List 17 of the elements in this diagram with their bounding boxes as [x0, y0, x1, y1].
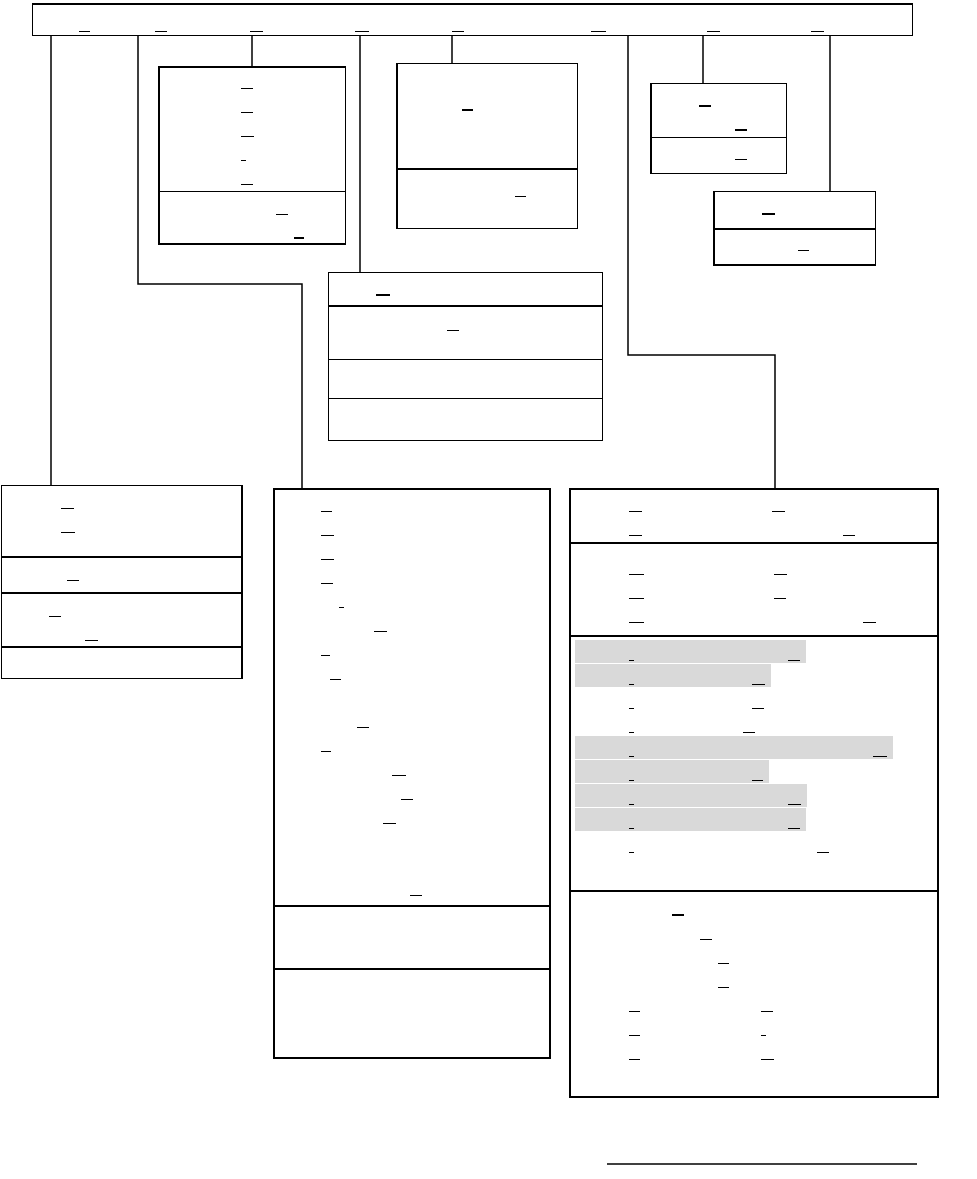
compartment-box — [569, 488, 939, 1098]
compartment-box — [396, 63, 578, 229]
header-box — [32, 3, 913, 36]
connector-line — [50, 35, 52, 486]
compartment-box — [1, 485, 243, 679]
connector-line — [137, 35, 303, 489]
compartment-box — [273, 488, 551, 1059]
connector-line — [829, 35, 831, 192]
compartment-box — [650, 83, 787, 174]
connector-line — [627, 35, 776, 489]
connector-line — [451, 35, 453, 64]
compartment-box — [158, 66, 346, 245]
connector-line — [251, 35, 253, 67]
connector-line — [359, 35, 361, 273]
compartment-box — [713, 191, 876, 266]
connector-line — [702, 35, 704, 84]
compartment-box — [328, 272, 603, 441]
